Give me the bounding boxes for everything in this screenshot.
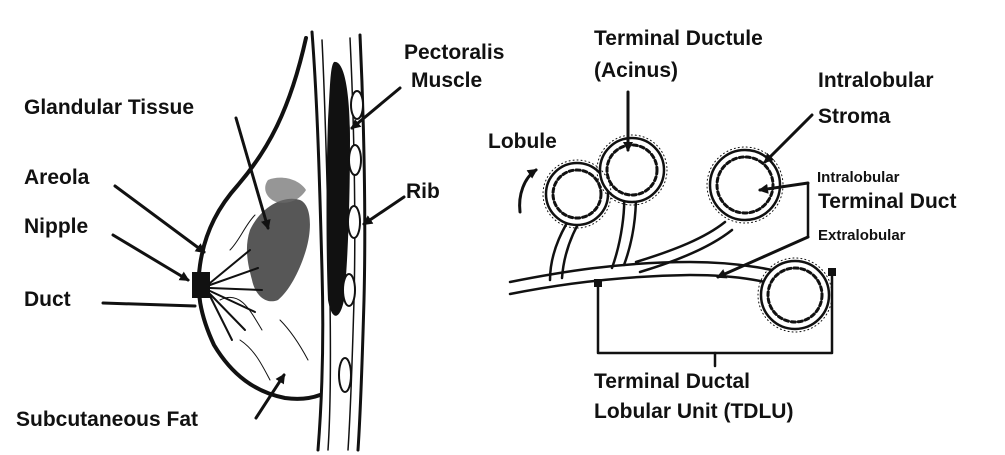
lobule-2 bbox=[600, 138, 664, 202]
label-subcutaneous-fat: Subcutaneous Fat bbox=[16, 408, 198, 431]
label-duct: Duct bbox=[24, 288, 71, 311]
glandular-tissue bbox=[220, 178, 310, 380]
label-rib: Rib bbox=[406, 180, 440, 203]
label-glandular-tissue: Glandular Tissue bbox=[24, 96, 194, 119]
lobule-1 bbox=[546, 163, 608, 225]
label-intralobular-stroma-line1: Intralobular bbox=[818, 69, 934, 92]
label-tdlu-line2: Lobular Unit (TDLU) bbox=[594, 400, 793, 423]
label-terminal-duct: Terminal Duct bbox=[818, 190, 956, 213]
label-pectoralis-line1: Pectoralis bbox=[404, 41, 504, 64]
label-lobule: Lobule bbox=[488, 130, 557, 153]
lobule-bracket bbox=[520, 170, 536, 212]
label-intralobular-small: Intralobular bbox=[817, 169, 900, 186]
label-terminal-ductule-line2: (Acinus) bbox=[594, 59, 678, 82]
label-terminal-ductule-line1: Terminal Ductule bbox=[594, 27, 763, 50]
label-nipple: Nipple bbox=[24, 215, 88, 238]
label-tdlu-line1: Terminal Ductal bbox=[594, 370, 750, 393]
lobule-3 bbox=[710, 150, 780, 220]
tdlu-diagram bbox=[510, 135, 836, 366]
lobule-4 bbox=[761, 261, 829, 329]
label-pectoralis-line2: Muscle bbox=[411, 69, 482, 92]
label-extralobular-small: Extralobular bbox=[818, 227, 906, 244]
label-areola: Areola bbox=[24, 166, 90, 189]
label-intralobular-stroma-line2: Stroma bbox=[818, 105, 891, 128]
nipple bbox=[192, 272, 210, 298]
lobules bbox=[546, 138, 829, 329]
breast-cross-section bbox=[192, 32, 365, 450]
